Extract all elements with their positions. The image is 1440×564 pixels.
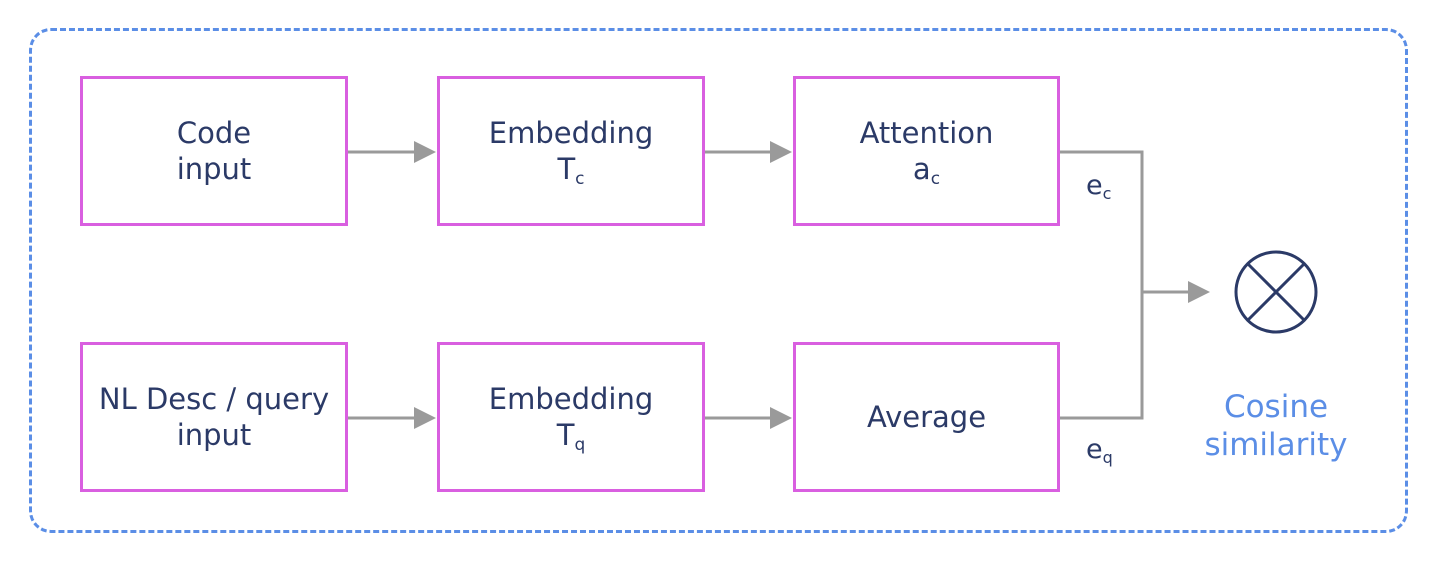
merge-line-top — [1059, 150, 1144, 292]
symbol-subscript: q — [574, 435, 586, 455]
arrowhead — [770, 141, 792, 163]
arrowhead — [1188, 281, 1210, 303]
symbol-text: e — [1086, 434, 1103, 465]
circle-x-icon — [1234, 250, 1318, 334]
pipeline-frame — [29, 28, 1408, 533]
embedding-c-box: Embedding Tc — [437, 76, 705, 226]
box-symbol: ac — [912, 151, 941, 189]
symbol-text: a — [912, 152, 931, 186]
symbol-subscript: c — [575, 169, 585, 189]
box-symbol: Tq — [556, 417, 586, 455]
code-input-box: Code input — [80, 76, 348, 226]
embedding-q-box: Embedding Tq — [437, 342, 705, 492]
cosine-label-line: Cosine — [1223, 389, 1329, 425]
box-label: Embedding — [488, 116, 654, 150]
attention-box: Attention ac — [793, 76, 1060, 226]
box-label: NL Desc / query — [98, 382, 330, 416]
symbol-text: e — [1086, 170, 1103, 201]
box-symbol: Tc — [557, 151, 585, 189]
edge-label-eq: eq — [1086, 434, 1113, 467]
arrowhead — [414, 141, 436, 163]
cosine-label-line: similarity — [1204, 427, 1348, 463]
box-label: Attention — [859, 116, 994, 150]
merge-line-bottom — [1059, 292, 1144, 420]
box-label: input — [176, 418, 252, 452]
box-label: Embedding — [488, 382, 654, 416]
symbol-subscript: c — [930, 169, 941, 189]
symbol-subscript: q — [1102, 448, 1113, 467]
symbol-text: T — [557, 152, 576, 186]
arrowhead — [414, 407, 436, 429]
symbol-text: T — [556, 418, 575, 452]
nl-input-box: NL Desc / query input — [80, 342, 348, 492]
edge-label-ec: ec — [1086, 170, 1112, 203]
cosine-similarity-label: Cosine similarity — [1190, 388, 1362, 464]
average-box: Average — [793, 342, 1060, 492]
box-label: input — [176, 152, 252, 186]
box-label: Code — [176, 116, 252, 150]
box-label: Average — [866, 400, 987, 434]
symbol-subscript: c — [1102, 184, 1112, 203]
arrowhead — [770, 407, 792, 429]
